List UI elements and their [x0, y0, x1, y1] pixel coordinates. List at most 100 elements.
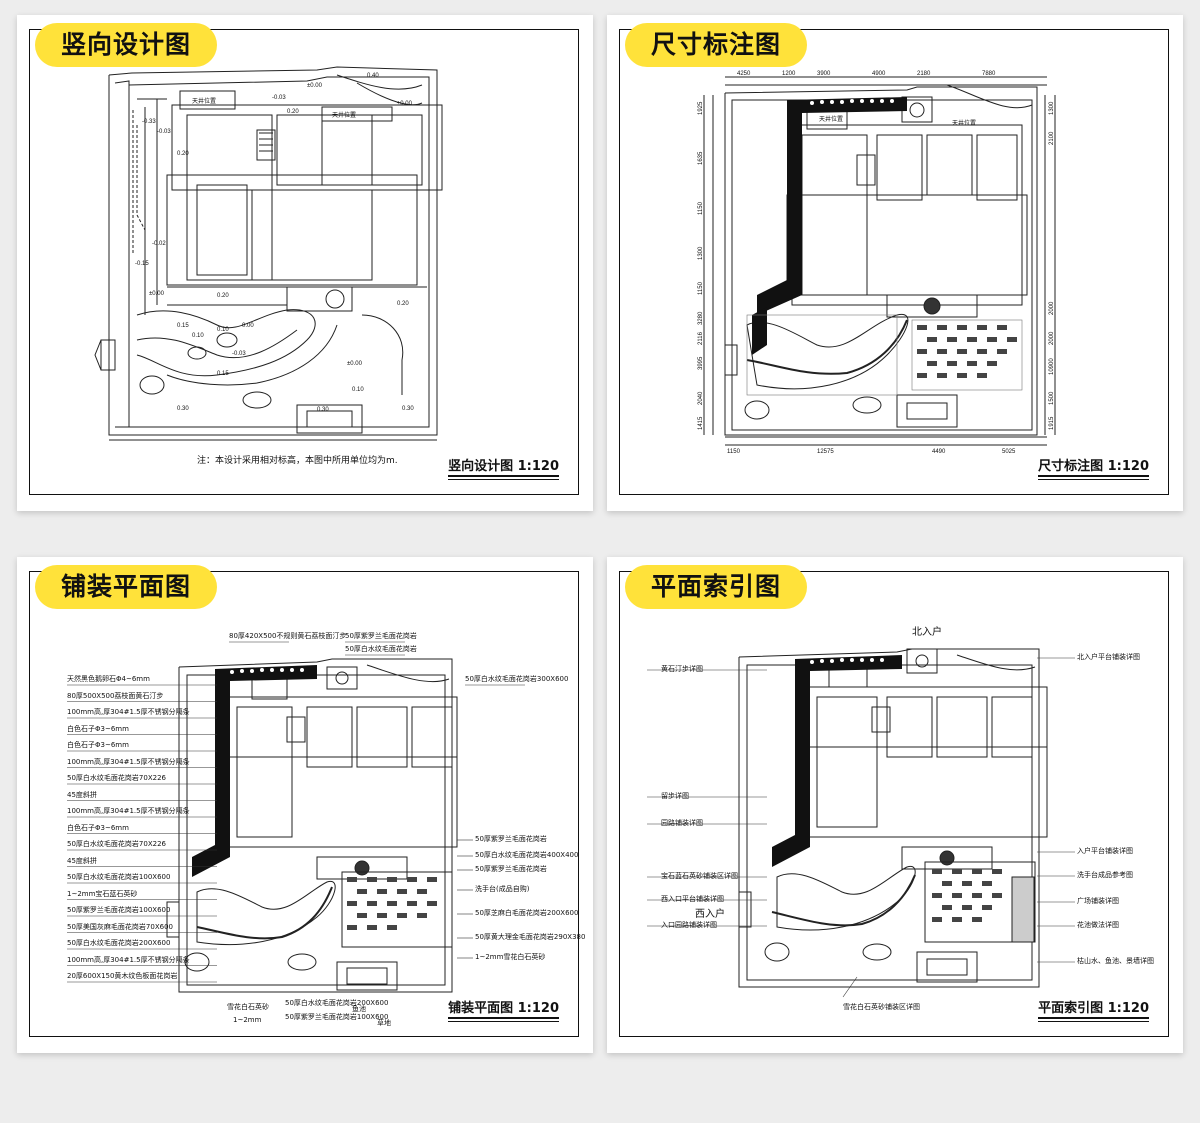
- index-callout-left: 黄石汀步详图: [661, 665, 703, 673]
- dimension-label: 1150: [727, 449, 741, 455]
- drawing-frame: [29, 571, 579, 1037]
- elevation-label: 0.10: [352, 387, 364, 393]
- drawing-frame: [619, 571, 1169, 1037]
- dimension-plan-drawing: 4250 1200 3900 4900 2180 7880 1150 12575 4490 502…: [698, 71, 1056, 455]
- paving-callout-right: 50厚紫罗兰毛面花岗岩: [475, 865, 547, 873]
- elevation-label: 0.30: [177, 406, 189, 412]
- dimension-label: 1150: [698, 201, 704, 215]
- dimension-label: 2180: [917, 71, 931, 77]
- panel-caption: 平面索引图 1:120: [1038, 997, 1149, 1022]
- elevation-label: -0.33: [142, 119, 156, 125]
- dimension-label: 1500: [1049, 391, 1055, 405]
- dimension-label: 7880: [982, 71, 996, 77]
- dimension-label: 2100: [1049, 131, 1055, 145]
- paving-callout-bottom: 鱼池: [352, 1005, 366, 1013]
- panel-title-tag: 铺装平面图: [35, 565, 218, 609]
- paving-callout-left: 1~2mm宝石蓝石英砂: [67, 889, 138, 898]
- panel-caption: 尺寸标注图 1:120: [1038, 455, 1149, 480]
- paving-callout-left: 50厚白水纹毛面花岗岩70X226: [67, 774, 166, 782]
- index-callout-right: 广场铺装详图: [1077, 897, 1119, 905]
- paving-callout-right: 洗手台(成品自购): [475, 885, 530, 893]
- dimension-label: 1300: [1049, 101, 1055, 115]
- elevation-label: 0.20: [397, 301, 409, 307]
- paving-callout-left: 50厚紫罗兰毛面花岗岩100X600: [67, 906, 171, 914]
- dimension-label: 1635: [698, 151, 704, 165]
- paving-callout-bottom: 草地: [377, 1019, 391, 1027]
- dimension-label: 3995: [698, 356, 704, 370]
- elevation-label: 0.10: [217, 327, 229, 333]
- index-callout-right: 洗手台成品参考图: [1077, 871, 1133, 879]
- index-callout-left: 入口园路铺装详图: [661, 921, 717, 929]
- paving-callout-left: 白色石子Φ3~6mm: [67, 823, 129, 832]
- dimension-label: 1200: [782, 71, 796, 77]
- elevation-label: 0.30: [402, 406, 414, 412]
- panel-index-plan: 平面索引图: [607, 557, 1183, 1053]
- paving-callout-top: 50厚紫罗兰毛面花岗岩: [345, 632, 417, 640]
- dimension-label: 4490: [932, 449, 946, 455]
- elevation-label: 0.10: [192, 333, 204, 339]
- index-plan-drawing: [647, 648, 1075, 998]
- dimension-label: 1150: [698, 281, 704, 295]
- paving-callout-left: 45度斜拼: [67, 790, 97, 799]
- dimension-label: 3900: [817, 71, 831, 77]
- dimension-label: 12575: [817, 449, 834, 455]
- drawing-frame: [29, 29, 579, 495]
- paving-callout-top: 50厚白水纹毛面花岗岩300X600: [465, 675, 569, 683]
- paving-callout-left: 白色石子Φ3~6mm: [67, 741, 129, 749]
- panel-paving-plan: 铺装平面图: [17, 557, 593, 1053]
- paving-callout-right: 50厚紫罗兰毛面花岗岩: [475, 835, 547, 843]
- panel-title-tag: 平面索引图: [625, 565, 808, 609]
- panel-dimension-plan: 尺寸标注图: [607, 15, 1183, 511]
- paving-callout-left: 100mm高,厚304#1.5厚不锈钢分隔条: [67, 757, 190, 766]
- index-callout-right: 花池做法详图: [1077, 921, 1119, 929]
- paving-callout-right: 50厚黄大理金毛面花岗岩290X380: [475, 933, 586, 941]
- paving-callout-top: 80厚420X500不规则黄石荔枝面汀步: [229, 632, 347, 640]
- elevation-label: -0.03: [272, 95, 286, 101]
- paving-plan-drawing: [67, 641, 525, 993]
- dimension-label: 2116: [698, 331, 704, 345]
- elevation-label: 0.40: [367, 73, 379, 79]
- design-note: 注：本设计采用相对标高，本图中所用单位均为m.: [197, 456, 398, 466]
- elevation-label: 0.20: [217, 293, 229, 299]
- paving-callout-left: 50厚美国灰麻毛面花岗岩70X600: [67, 922, 173, 931]
- paving-callout-left: 天然黑色鹅卵石Φ4~6mm: [67, 675, 150, 683]
- dimension-label: 1925: [698, 101, 704, 115]
- dimension-label: 5025: [1002, 449, 1016, 455]
- paving-callout-right: 50厚芝麻白毛面花岗岩200X600: [475, 909, 579, 917]
- index-callout-right: 北入户平台铺装详图: [1077, 653, 1140, 661]
- paving-callout-left: 50厚白水纹毛面花岗岩200X600: [67, 939, 171, 947]
- elevation-label: -0.02: [152, 241, 166, 247]
- paving-callout-left: 20厚600X150黄木纹色板面花岗岩: [67, 972, 178, 980]
- paving-callout-right: 1~2mm雪花白石英砂: [475, 953, 546, 961]
- paving-callout-left: 45度斜拼: [67, 856, 97, 865]
- paving-callout-left: 100mm高,厚304#1.5厚不锈钢分隔条: [67, 807, 190, 815]
- dimension-label: 4900: [872, 71, 886, 77]
- dimension-label: 1915: [1049, 416, 1055, 430]
- dimension-label: 4250: [737, 71, 751, 77]
- paving-callout-left: 100mm高,厚304#1.5厚不锈钢分隔条: [67, 708, 190, 716]
- dimension-label: 10900: [1049, 358, 1055, 375]
- paving-callout-bottom: 50厚白水纹毛面花岗岩200X600: [285, 999, 389, 1007]
- drawing-frame: [619, 29, 1169, 495]
- elevation-label: 0.15: [177, 323, 189, 329]
- panel-title-tag: 尺寸标注图: [625, 23, 808, 67]
- index-callout-left: 宝石蓝石英砂铺装区详图: [661, 872, 738, 880]
- elevation-label: 0.20: [287, 109, 299, 115]
- index-callout-left: 留步详图: [661, 792, 689, 800]
- dimension-label: 3280: [698, 311, 704, 325]
- site-plan-drawing: 0.40±0.00-0.030.20±0.00-0.33-0.030.20-0.…: [94, 66, 443, 441]
- paving-callout-left: 80厚500X500荔枝面黄石汀步: [67, 691, 164, 700]
- dimension-label: 2040: [698, 391, 704, 405]
- paving-callout-left: 白色石子Φ3~6mm: [67, 724, 129, 733]
- index-callout-bottom: 雪花白石英砂铺装区详图: [843, 1003, 920, 1011]
- panel-caption: 铺装平面图 1:120: [448, 997, 559, 1022]
- index-callout-right: 入户平台铺装详图: [1077, 847, 1133, 855]
- paving-callout-bottom: 1~2mm: [233, 1016, 262, 1024]
- room-label: 天井位置: [192, 97, 216, 105]
- dimension-label: 2000: [1049, 331, 1055, 345]
- elevation-label: 0.20: [177, 151, 189, 157]
- index-callout-right: 枯山水、鱼池、景墙详图: [1077, 957, 1154, 965]
- room-label: 天井位置: [332, 111, 356, 119]
- paving-callout-right: 50厚白水纹毛面花岗岩400X400: [475, 851, 579, 859]
- entry-label-north: 北入户: [912, 627, 942, 638]
